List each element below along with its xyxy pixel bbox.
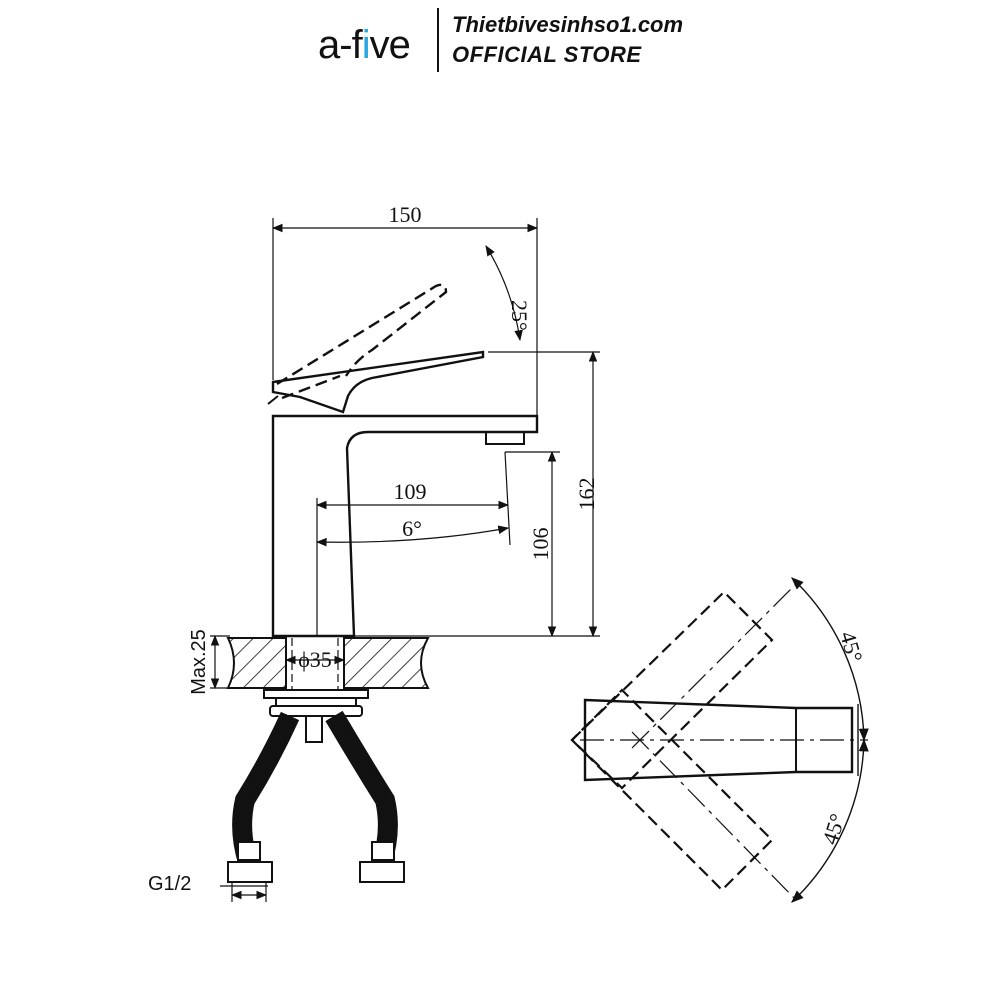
dim-spout-angle: 6° — [402, 516, 422, 541]
logo-i: i — [361, 23, 371, 67]
dim-rotation-top: 45° — [835, 628, 868, 665]
dim-hole-diameter: ϕ35 — [298, 647, 332, 672]
logo-suffix: ve — [369, 23, 411, 67]
dim-spout-reach: 109 — [394, 479, 427, 504]
header: a-five Thietbivesinhso1.com OFFICIAL STO… — [0, 0, 1000, 80]
faucet-handle — [271, 350, 485, 414]
store-label: OFFICIAL STORE — [452, 42, 642, 67]
dim-handle-angle: 25° — [507, 300, 532, 331]
dim-max-thickness: Max.25 — [188, 629, 210, 695]
faucet-side-view — [267, 350, 539, 638]
dim-spout-height: 106 — [528, 528, 553, 561]
logo-prefix: a-f — [318, 23, 363, 67]
dim-total-height: 162 — [574, 478, 599, 511]
handle-rotated — [276, 283, 448, 400]
dim-rotation-bottom: 45° — [817, 811, 850, 848]
dim-total-length: 150 — [389, 202, 422, 227]
faucet-top-view — [570, 577, 869, 903]
dim-thread: G1/2 — [148, 873, 191, 895]
faucet-body — [271, 414, 539, 638]
header-divider — [437, 8, 439, 72]
store-site: Thietbivesinhso1.com — [452, 12, 684, 37]
brand-logo: a-five — [318, 20, 411, 70]
countertop-section — [226, 637, 430, 690]
mounting-assembly — [227, 689, 405, 883]
store-info: Thietbivesinhso1.com OFFICIAL STORE — [452, 10, 683, 70]
